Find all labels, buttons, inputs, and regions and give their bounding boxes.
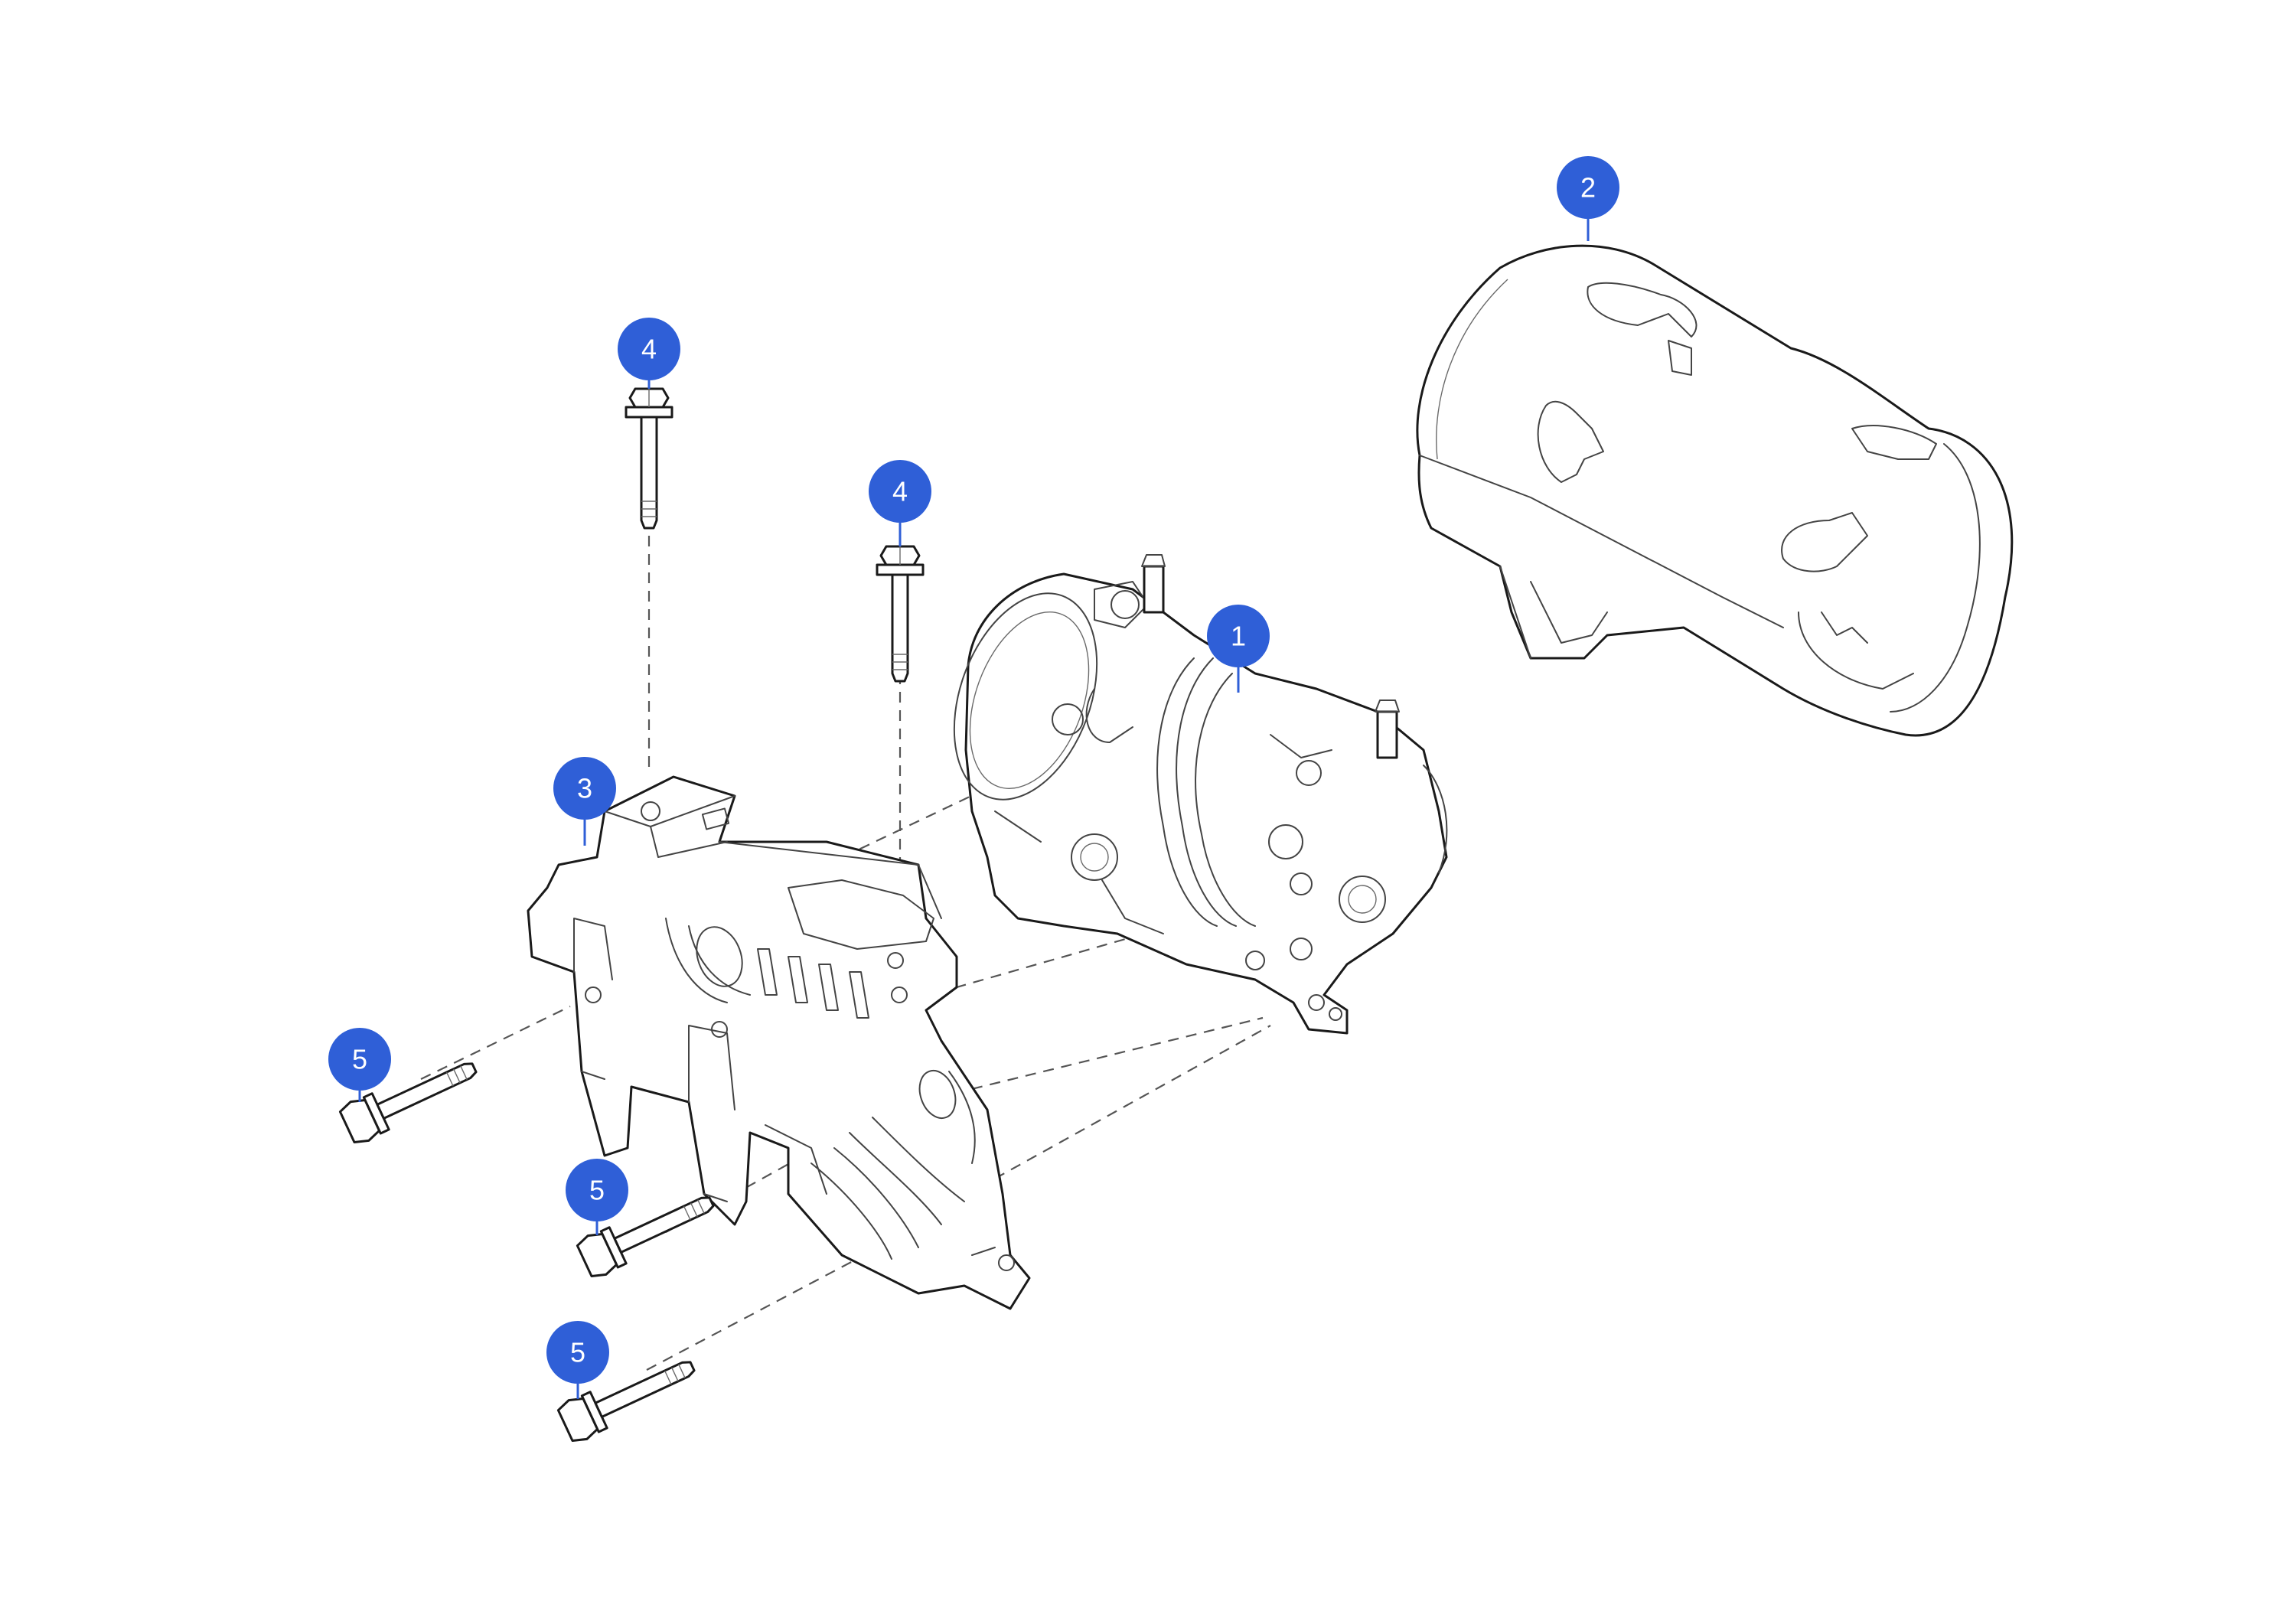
callout-vertical-bolt-left: 4 — [618, 318, 680, 389]
callout-badge — [618, 318, 680, 380]
callout-number: 5 — [352, 1044, 367, 1075]
callout-badge — [546, 1321, 609, 1384]
vertical-bolt-right — [876, 545, 925, 683]
insulation-cover — [1416, 244, 2014, 737]
callout-horizontal-bolt-middle: 5 — [566, 1159, 628, 1235]
callout-badge — [566, 1159, 628, 1221]
callout-mounting-bracket: 3 — [553, 757, 616, 846]
horizontal-bolt-upper — [338, 1062, 478, 1144]
mounting-bracket — [527, 775, 1031, 1310]
callout-number: 5 — [570, 1337, 585, 1368]
callout-number: 2 — [1580, 172, 1596, 204]
callout-badge — [869, 460, 931, 523]
horizontal-bolt-lower — [556, 1361, 696, 1443]
callout-number: 4 — [641, 334, 657, 365]
callout-horizontal-bolt-lower: 5 — [546, 1321, 609, 1399]
vertical-bolt-left — [625, 387, 673, 530]
callout-badge — [1557, 156, 1619, 219]
callout-vertical-bolt-right: 4 — [869, 460, 931, 546]
callout-horizontal-bolt-upper: 5 — [328, 1028, 391, 1102]
compressor — [953, 554, 1448, 1035]
callout-number: 5 — [589, 1175, 605, 1206]
callout-insulation-cover: 2 — [1557, 156, 1619, 241]
callout-badge — [1207, 605, 1270, 667]
horizontal-bolt-middle — [576, 1196, 715, 1278]
callout-badge — [553, 757, 616, 820]
callout-number: 3 — [577, 773, 592, 804]
callout-compressor: 1 — [1207, 605, 1270, 693]
callout-badge — [328, 1028, 391, 1091]
callout-number: 4 — [892, 476, 908, 507]
callout-number: 1 — [1231, 621, 1246, 652]
